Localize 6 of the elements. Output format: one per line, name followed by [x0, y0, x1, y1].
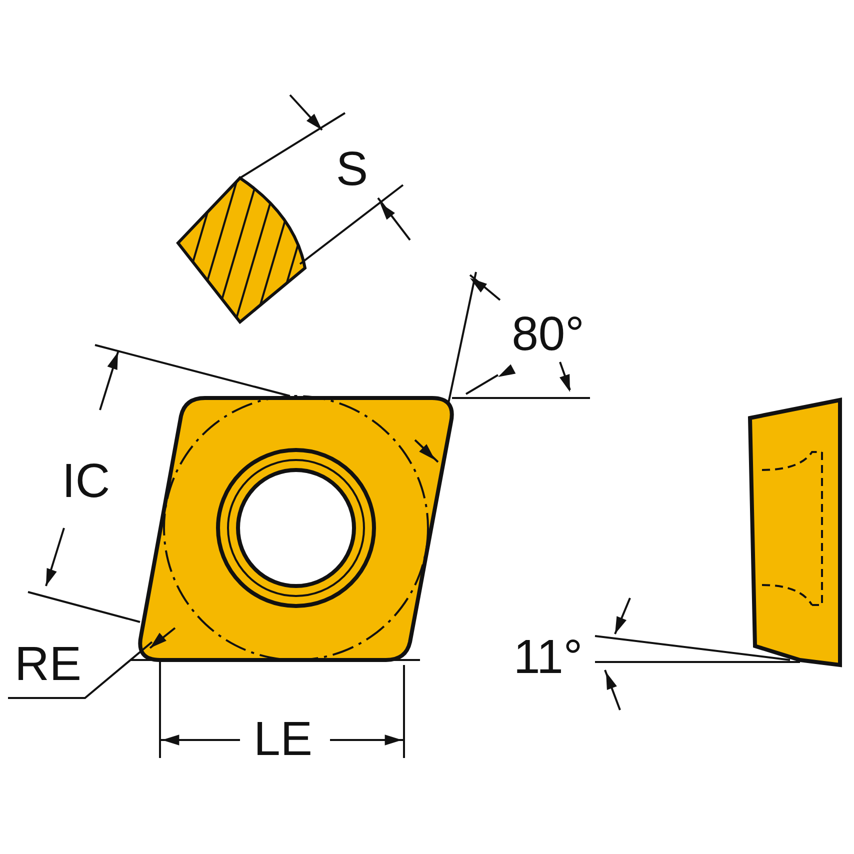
dimension-label: RE	[14, 641, 82, 689]
dimension-label: LE	[254, 716, 312, 764]
dimension-label: IC	[62, 458, 110, 506]
dimension-label: 80°	[512, 311, 584, 359]
dimension-label: S	[336, 146, 368, 194]
dimension-label: 11°	[513, 634, 583, 682]
